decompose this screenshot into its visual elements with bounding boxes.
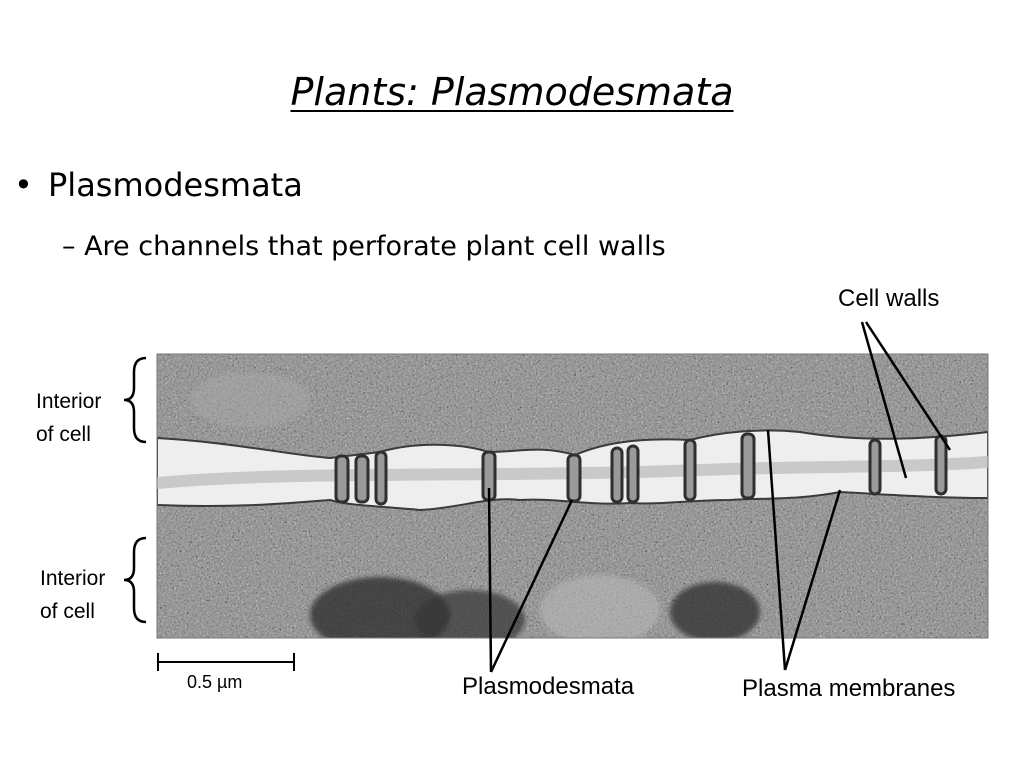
label-line: Interior [36,390,102,413]
label-interior-of-cell-top: Interior of cell [36,385,101,451]
pointer-plasma-membranes-1 [766,429,787,671]
pointer-plasma-membranes-2 [783,489,842,671]
label-line: Interior [40,567,106,590]
label-plasmodesmata: Plasmodesmata [462,673,635,700]
bullet-text: Plasmodesmata [48,166,303,204]
bullet-plasmodesmata: • Plasmodesmata [14,166,303,204]
label-plasma-membranes: Plasma membranes [742,675,956,702]
sub-bullet-definition: – Are channels that perforate plant cell… [62,231,666,262]
bullet-marker: • [14,166,33,204]
plasmodesmata-channels [334,432,948,506]
pointer-cell-walls-1 [860,321,908,479]
pointer-cell-walls-2 [864,321,952,451]
light-region [190,372,310,428]
brace-interior-top [123,356,147,444]
label-interior-of-cell-bottom: Interior of cell [40,562,105,628]
label-cell-walls: Cell walls [838,285,940,312]
dark-region [310,577,450,638]
pointer-plasmodesmata-2 [489,499,574,673]
slide-title: Plants: Plasmodesmata [290,70,734,114]
brace-interior-bottom [123,536,147,624]
dark-region [415,590,525,638]
label-line: of cell [40,600,95,623]
micrograph-border [156,353,989,639]
label-scale-bar: 0.5 µm [187,672,243,692]
pointer-plasmodesmata-1 [487,487,493,673]
light-region [540,575,660,638]
label-line: of cell [36,423,91,446]
dark-region [670,582,760,638]
